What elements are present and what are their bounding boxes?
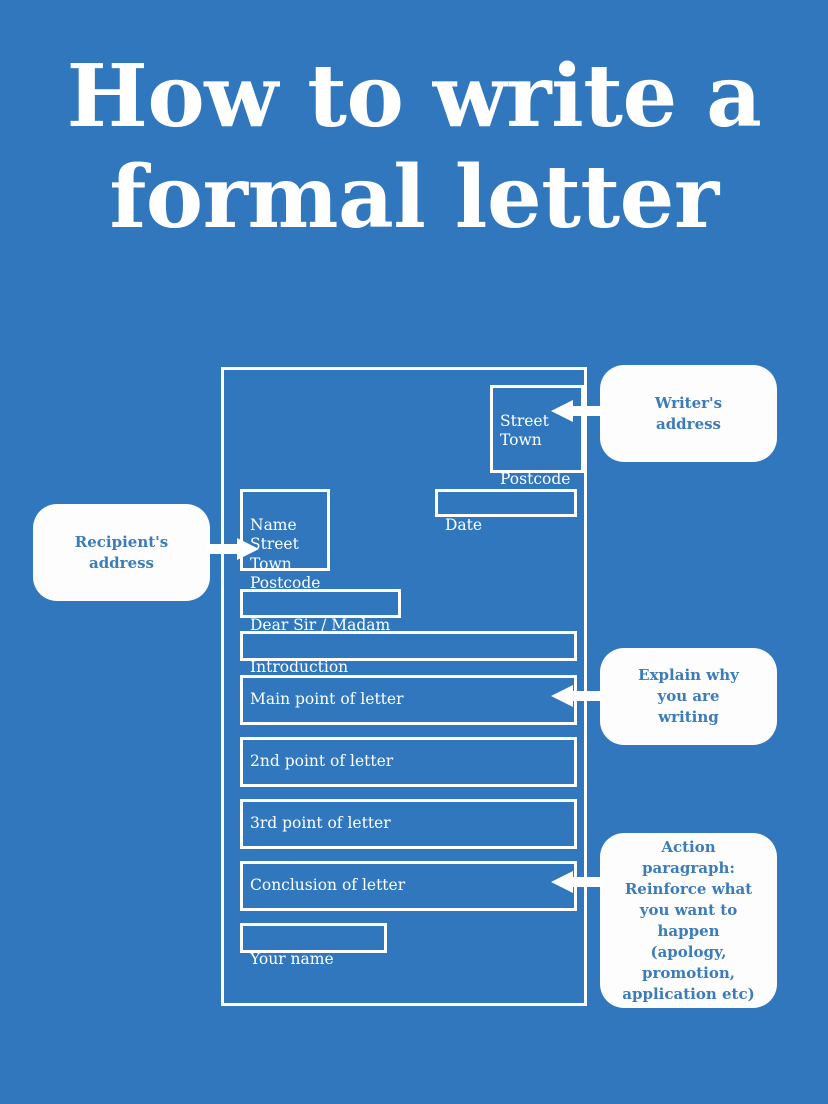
second-point-text: 2nd point of letter — [250, 752, 394, 771]
letter-field-third-point: 3rd point of letter — [240, 799, 577, 849]
callout-action-paragraph-label: Action paragraph: Reinforce what you wan… — [622, 837, 755, 1003]
salutation-text: Dear Sir / Madam — [250, 615, 391, 634]
letter-field-main-point: Main point of letter — [240, 675, 577, 725]
letter-field-second-point: 2nd point of letter — [240, 737, 577, 787]
letter-field-your-name: Your name — [240, 923, 387, 968]
letter-field-conclusion: Conclusion of letter — [240, 861, 577, 911]
callout-action-paragraph: Action paragraph: Reinforce what you wan… — [600, 833, 777, 1008]
letter-field-date: Date — [435, 489, 577, 534]
page-title: How to write a formal letter — [0, 46, 828, 249]
callout-recipients-address-label: Recipient's address — [74, 532, 169, 572]
letter-field-recipient-address: Name Street Town Postcode — [240, 489, 330, 592]
introduction-text: Introduction — [250, 657, 349, 676]
page-title-line-2: formal letter — [109, 147, 719, 249]
writer-address-text: Street Town Postcode — [500, 411, 571, 489]
main-point-text: Main point of letter — [250, 690, 404, 709]
page-title-line-1: How to write a — [66, 46, 762, 147]
letter-diagram-sheet: Street Town Postcode Name Street Town Po… — [221, 367, 587, 1006]
callout-recipients-address: Recipient's address — [33, 504, 210, 601]
your-name-text: Your name — [250, 949, 334, 968]
callout-explain-why-label: Explain why you are writing — [638, 666, 739, 726]
recipient-address-text: Name Street Town Postcode — [250, 515, 321, 593]
date-text: Date — [445, 515, 483, 534]
third-point-text: 3rd point of letter — [250, 814, 391, 833]
letter-field-salutation: Dear Sir / Madam — [240, 589, 401, 634]
callout-writers-address: Writer's address — [600, 365, 777, 462]
letter-field-introduction: Introduction — [240, 631, 577, 676]
callout-writers-address-label: Writer's address — [654, 393, 723, 433]
letter-field-writer-address: Street Town Postcode — [490, 385, 584, 488]
callout-explain-why: Explain why you are writing — [600, 648, 777, 745]
conclusion-text: Conclusion of letter — [250, 876, 406, 895]
